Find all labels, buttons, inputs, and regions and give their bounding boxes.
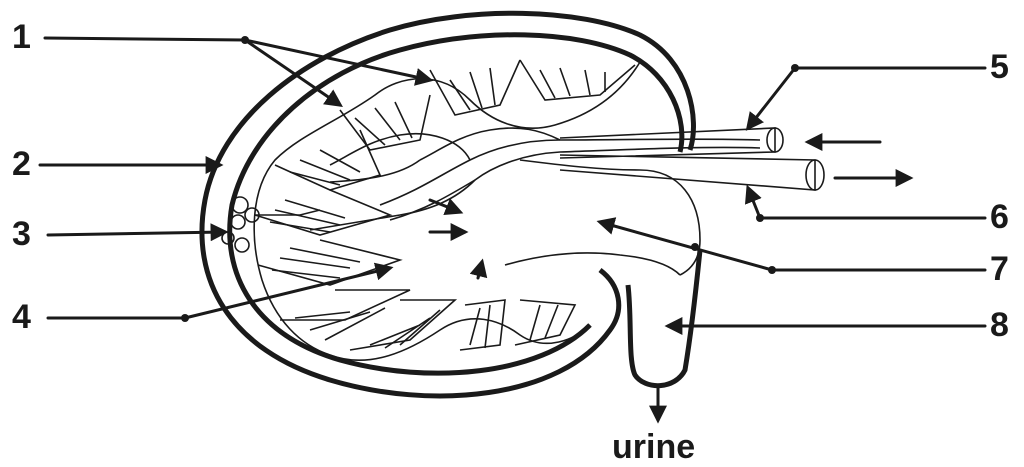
label-2: 2 <box>12 145 31 183</box>
label-6: 6 <box>990 198 1009 236</box>
label-7: 7 <box>990 250 1009 288</box>
label-5: 5 <box>990 48 1009 86</box>
label-4: 4 <box>12 298 31 336</box>
flow-arrows <box>430 200 482 278</box>
kidney-outline <box>202 13 694 396</box>
label-1: 1 <box>12 18 31 56</box>
renal-pelvis <box>505 160 700 275</box>
ureter <box>628 250 700 420</box>
label-8: 8 <box>990 306 1009 344</box>
label-leader-lines <box>40 36 985 326</box>
label-3: 3 <box>12 215 31 253</box>
renal-artery-vein <box>560 128 910 190</box>
label-urine: urine <box>612 428 695 466</box>
